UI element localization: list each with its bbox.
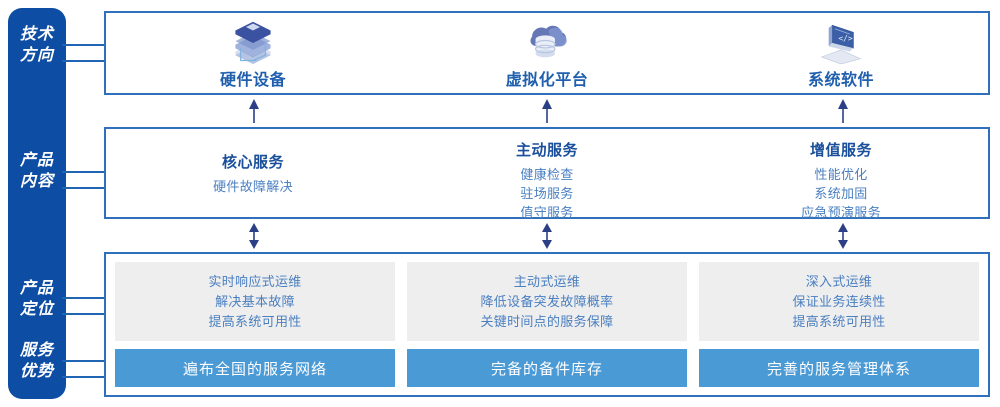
rail-label-product-positioning: 产品 定位 [8, 278, 66, 320]
rail-label-service-advantage: 服务 优势 [8, 340, 66, 382]
positioning-row: 实时响应式运维 解决基本故障 提高系统可用性 主动式运维 降低设备突发故障概率 … [115, 262, 979, 341]
positioning-box-realtime[interactable]: 实时响应式运维 解决基本故障 提高系统可用性 [115, 262, 395, 341]
double-arrow-active-service [542, 223, 552, 249]
advantage-bar-management-system[interactable]: 完善的服务管理体系 [699, 349, 979, 387]
positioning-and-advantage-panel: 实时响应式运维 解决基本故障 提高系统可用性 主动式运维 降低设备突发故障概率 … [104, 252, 990, 397]
content-item: 驻场服务 [520, 186, 574, 201]
positioning-line: 实时响应式运维 [208, 273, 302, 289]
rail-label-line1: 产品 [19, 152, 54, 169]
technology-item-system-software[interactable]: </> 系统软件 [694, 13, 988, 93]
rail-label-line2: 内容 [19, 173, 54, 190]
content-item: 值守服务 [520, 205, 574, 220]
content-item: 系统加固 [814, 186, 868, 201]
content-column-active-service[interactable]: 主动服务 健康检查 驻场服务 值守服务 [400, 129, 694, 220]
positioning-line: 解决基本故障 [215, 293, 295, 309]
technology-item-label: 硬件设备 [219, 72, 286, 89]
cloud-database-icon [530, 25, 567, 58]
rail-label-technology-direction: 技术 方向 [8, 24, 66, 66]
connector-line-advantage-lower [62, 376, 106, 378]
technology-direction-panel: 硬件设备 虚拟化平台 [104, 11, 990, 95]
connector-line-advantage-upper [62, 360, 106, 362]
positioning-box-indepth[interactable]: 深入式运维 保证业务连续性 提高系统可用性 [699, 262, 979, 341]
svg-text:</>: </> [838, 34, 853, 43]
content-column-title: 增值服务 [809, 142, 872, 159]
double-arrow-value-added-service [838, 223, 848, 249]
technology-item-virtualization[interactable]: 虚拟化平台 [400, 13, 694, 93]
content-column-title: 主动服务 [515, 142, 578, 159]
content-column-title: 核心服务 [221, 153, 284, 171]
connector-line-content-lower [62, 187, 106, 189]
content-column-value-added-service[interactable]: 增值服务 性能优化 系统加固 应急预演服务 [694, 129, 988, 220]
connector-line-tech-upper [62, 44, 106, 46]
rail-label-line2: 定位 [19, 301, 54, 318]
server-stack-icon [235, 21, 271, 64]
rail-label-product-content: 产品 内容 [8, 150, 66, 192]
advantage-bar-service-network[interactable]: 遍布全国的服务网络 [115, 349, 395, 387]
technology-item-label: 系统软件 [807, 72, 874, 89]
double-arrow-core-service [249, 223, 259, 249]
positioning-line: 降低设备突发故障概率 [480, 293, 614, 309]
advantage-row: 遍布全国的服务网络 完备的备件库存 完善的服务管理体系 [115, 349, 979, 387]
left-category-rail [8, 8, 66, 399]
technology-item-label: 虚拟化平台 [505, 72, 589, 89]
connector-line-content-upper [62, 171, 106, 173]
positioning-box-proactive[interactable]: 主动式运维 降低设备突发故障概率 关键时间点的服务保障 [407, 262, 687, 341]
connector-line-position-lower [62, 313, 106, 315]
technology-item-hardware[interactable]: 硬件设备 [106, 13, 400, 93]
positioning-line: 提高系统可用性 [792, 313, 886, 329]
rail-label-line2: 优势 [19, 363, 54, 380]
content-item: 性能优化 [814, 167, 868, 182]
product-content-panel: 核心服务 硬件故障解决 主动服务 健康检查 驻场服务 值守服务 增值服务 性能优… [104, 127, 990, 220]
content-item: 硬件故障解决 [213, 178, 293, 194]
positioning-line: 关键时间点的服务保障 [480, 313, 614, 329]
laptop-code-icon: </> [820, 24, 862, 64]
positioning-line: 保证业务连续性 [792, 293, 886, 309]
rail-label-line2: 方向 [19, 47, 54, 64]
positioning-line: 提高系统可用性 [208, 313, 302, 329]
positioning-line: 主动式运维 [513, 273, 581, 289]
arrow-up-virtualization [542, 99, 552, 123]
content-column-core-service[interactable]: 核心服务 硬件故障解决 [106, 129, 400, 217]
arrow-up-hardware [249, 99, 259, 123]
arrow-up-system-software [838, 99, 848, 123]
positioning-line: 深入式运维 [805, 273, 873, 289]
connector-line-tech-lower [62, 60, 106, 62]
advantage-bar-spare-parts[interactable]: 完备的备件库存 [407, 349, 687, 387]
content-item: 应急预演服务 [801, 205, 881, 220]
rail-label-line1: 技术 [19, 26, 54, 43]
connector-line-position-upper [62, 297, 106, 299]
rail-label-line1: 服务 [19, 342, 54, 359]
rail-label-line1: 产品 [19, 280, 54, 297]
content-item: 健康检查 [520, 167, 574, 182]
